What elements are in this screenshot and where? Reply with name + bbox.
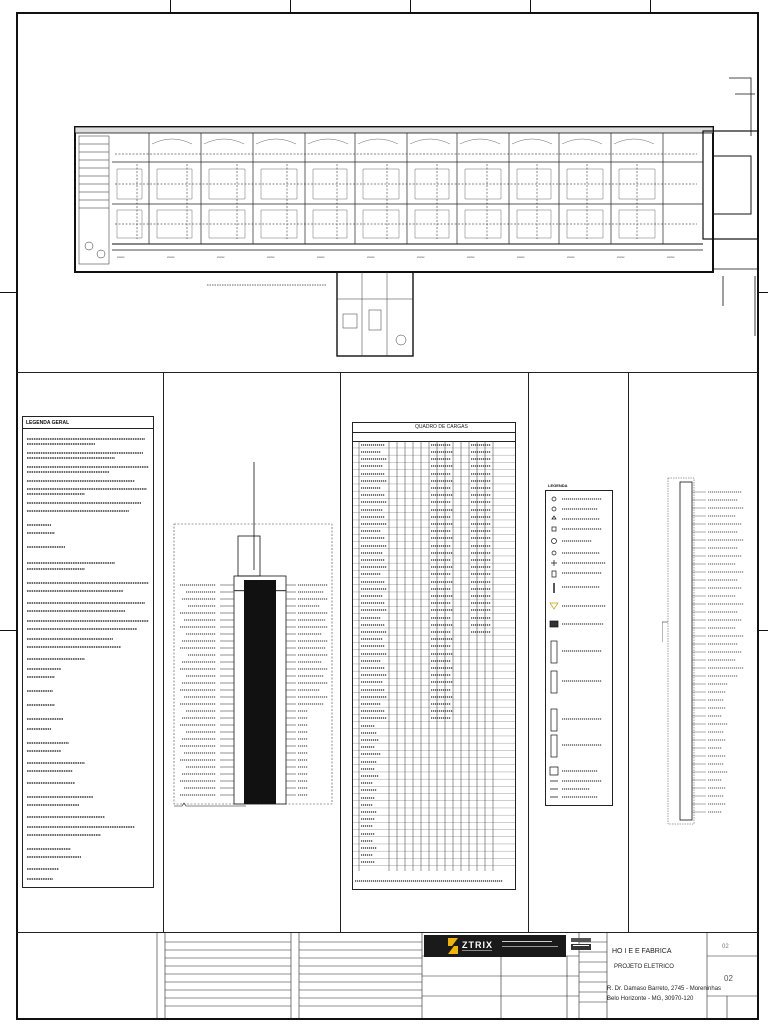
- project-line-2: HO I E E FABRICA: [612, 948, 672, 955]
- symbol-legend-title: LEGENDA: [548, 483, 568, 488]
- load-table-grid: [353, 441, 515, 882]
- riser-diagram: [661, 472, 752, 832]
- svg-text:xxxxx: xxxxx: [317, 255, 325, 259]
- load-table-title: QUADRO DE CARGAS: [415, 424, 468, 430]
- frame-tick: [759, 630, 768, 631]
- floor-plan-drawing: xxxxx xxxxx xxxxx xxxxx xxxxx xxxxx xxxxx xxx…: [74, 77, 760, 357]
- single-line-diagram: [172, 460, 334, 820]
- title-block-grid: [156, 932, 758, 1018]
- title-block: [17, 932, 758, 1018]
- frame-tick: [530, 0, 531, 12]
- general-legend-panel: LEGENDA GERAL: [22, 416, 154, 888]
- svg-text:xxxxx: xxxxx: [417, 255, 425, 259]
- svg-text:xxxxx: xxxxx: [367, 255, 375, 259]
- panel-divider: [628, 372, 629, 932]
- section-divider: [17, 372, 758, 373]
- frame-tick: [759, 292, 768, 293]
- panel-divider: [528, 372, 529, 932]
- frame-tick: [0, 630, 16, 631]
- floor-plan: xxxxx xxxxx xxxxx xxxxx xxxxx xxxxx xxxxx xxx…: [17, 14, 760, 372]
- symbol-legend: LEGENDA: [545, 483, 613, 806]
- sheet-total: 02: [722, 944, 729, 950]
- svg-text:xxxxx: xxxxx: [567, 255, 575, 259]
- svg-text:xxxxx: xxxxx: [167, 255, 175, 259]
- svg-text:xxxxx: xxxxx: [267, 255, 275, 259]
- address-line-1: R. Dr. Damaso Barreto, 2745 - Moreninhas: [607, 986, 722, 992]
- frame-tick: [0, 292, 16, 293]
- panel-divider: [340, 372, 341, 932]
- title-block-top: [17, 932, 758, 933]
- svg-text:xxxxx: xxxxx: [117, 255, 125, 259]
- symbol-legend-items: [549, 496, 606, 798]
- riser-diagram-drawing: [661, 477, 744, 825]
- svg-text:xxxxx: xxxxx: [667, 255, 675, 259]
- panel-divider: [163, 372, 164, 932]
- frame-tick: [410, 0, 411, 12]
- sheet-number: 02: [724, 974, 733, 983]
- frame-tick: [170, 0, 171, 12]
- frame-tick: [650, 0, 651, 12]
- logo-text: ZTRIX: [462, 940, 493, 950]
- logo-mark: [448, 938, 458, 954]
- company-logo: ZTRIX: [424, 935, 566, 957]
- svg-text:xxxxx: xxxxx: [467, 255, 475, 259]
- svg-text:xxxxx: xxxxx: [617, 255, 625, 259]
- load-table: QUADRO DE CARGAS: [352, 422, 516, 890]
- project-label: PROJETO ELETRICO: [614, 964, 674, 970]
- general-legend-title: LEGENDA GERAL: [26, 420, 70, 426]
- client-logo-icon: [570, 936, 592, 952]
- svg-text:xxxxx: xxxxx: [217, 255, 225, 259]
- frame-tick: [290, 0, 291, 12]
- general-notes-lines: [27, 438, 149, 880]
- svg-text:xxxxx: xxxxx: [517, 255, 525, 259]
- address-line-2: Belo Horizonte - MG, 30970-120: [607, 996, 694, 1002]
- single-line-diagram-drawing: [173, 462, 333, 807]
